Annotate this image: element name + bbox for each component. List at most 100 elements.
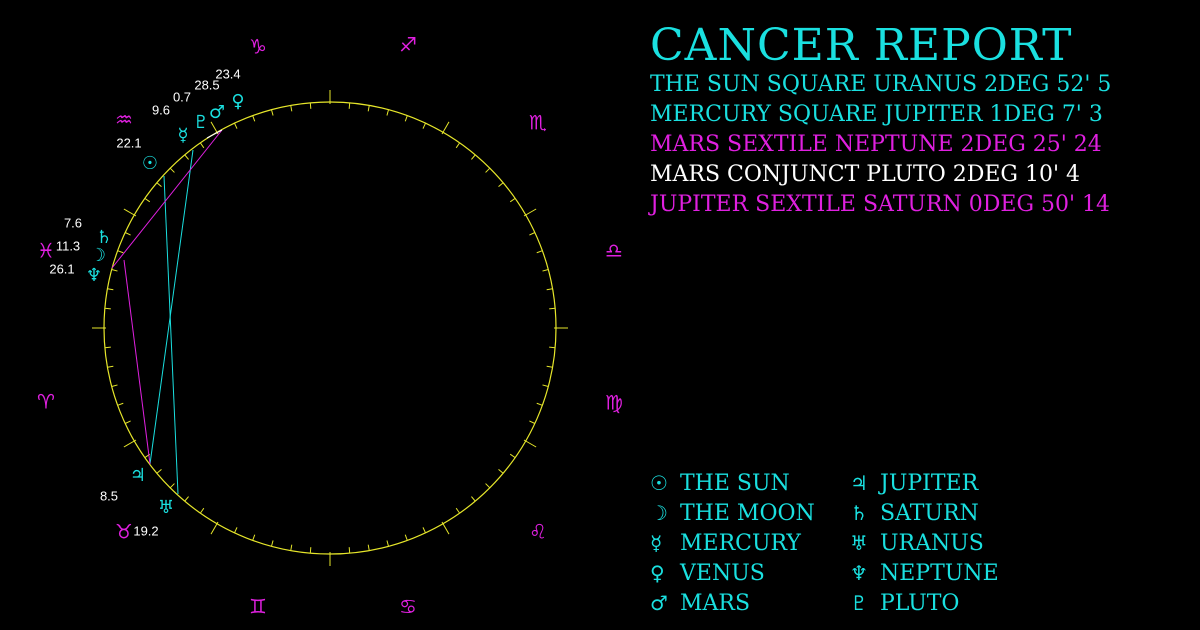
mars-icon: ♂ xyxy=(209,102,225,123)
venus-icon: ♀ xyxy=(650,561,665,585)
major-tick xyxy=(523,208,537,217)
legend-label: URANUS xyxy=(880,531,984,556)
planet-degree-label: 0.7 xyxy=(173,89,191,104)
major-tick xyxy=(123,208,137,217)
minor-tick xyxy=(367,105,370,112)
planet-degree-label: 19.2 xyxy=(133,523,158,538)
aspect-line-mercury-jupiter xyxy=(149,149,194,465)
pluto-icon: ♇ xyxy=(850,591,868,615)
minor-tick xyxy=(529,232,536,236)
legend-item: ♇ PLUTO xyxy=(850,588,959,619)
minor-tick xyxy=(348,547,351,554)
planet-degree-label: 23.4 xyxy=(215,66,240,81)
minor-tick xyxy=(498,469,504,474)
minor-tick xyxy=(348,102,351,109)
minor-tick xyxy=(252,534,256,541)
jupiter-icon: ♃ xyxy=(850,471,868,495)
major-tick xyxy=(523,439,537,448)
minor-tick xyxy=(404,534,408,541)
minor-tick xyxy=(199,507,205,514)
minor-tick xyxy=(111,269,118,272)
minor-tick xyxy=(546,365,553,368)
minor-tick xyxy=(386,109,389,116)
minor-tick xyxy=(536,402,543,406)
minor-tick xyxy=(309,547,312,554)
minor-tick xyxy=(169,167,175,173)
minor-tick xyxy=(271,109,274,116)
report-panel: CANCER REPORT THE SUN SQUARE URANUS 2DEG… xyxy=(650,22,1190,220)
uranus-icon: ♅ xyxy=(850,531,868,555)
aspect-line: JUPITER SEXTILE SATURN 0DEG 50' 14 xyxy=(650,192,1111,217)
minor-tick xyxy=(117,250,124,254)
virgo-icon: ♍ xyxy=(605,391,623,415)
saturn-icon: ♄ xyxy=(850,501,868,525)
aspect-line-sun-uranus xyxy=(163,175,179,495)
minor-tick xyxy=(234,122,238,129)
legend-item: ♃JUPITER xyxy=(850,468,978,499)
minor-tick xyxy=(471,154,476,160)
legend-item: ☉THE SUN xyxy=(650,468,790,499)
minor-tick xyxy=(485,167,491,173)
major-tick xyxy=(210,521,219,535)
mercury-icon: ☿ xyxy=(177,125,188,146)
pluto-icon: ♇ xyxy=(193,112,209,133)
legend-item: ♂ MARS xyxy=(650,588,750,619)
legend-item: ☿MERCURY xyxy=(650,528,801,559)
minor-tick xyxy=(107,365,114,368)
minor-tick xyxy=(455,142,461,149)
libra-icon: ♎ xyxy=(605,239,623,263)
major-tick xyxy=(210,121,219,135)
aspect-line: MERCURY SQUARE JUPITER 1DEG 7' 3 xyxy=(650,102,1103,127)
legend-label: PLUTO xyxy=(880,591,960,616)
minor-tick xyxy=(549,346,556,349)
minor-tick xyxy=(144,197,151,203)
minor-tick xyxy=(422,122,426,129)
taurus-icon: ♉ xyxy=(115,520,133,544)
sagittarius-icon: ♐ xyxy=(399,33,417,57)
moon-icon: ☽ xyxy=(650,501,668,525)
minor-tick xyxy=(156,182,162,187)
minor-tick xyxy=(184,496,189,502)
mars-icon: ♂ xyxy=(650,591,668,615)
legend-label: THE MOON xyxy=(680,501,815,526)
minor-tick xyxy=(252,115,256,122)
minor-tick xyxy=(509,453,516,459)
legend-item: ♆NEPTUNE xyxy=(850,558,999,589)
minor-tick xyxy=(107,288,114,291)
aspect-line-jupiter-saturn xyxy=(123,259,151,465)
planet-degree-label: 7.6 xyxy=(64,215,82,230)
planet-degree-label: 9.6 xyxy=(152,102,170,117)
moon-icon: ☽ xyxy=(90,245,106,266)
minor-tick xyxy=(234,527,238,534)
minor-tick xyxy=(124,420,131,424)
jupiter-icon: ♃ xyxy=(130,465,146,486)
saturn-icon: ♄ xyxy=(96,227,112,248)
minor-tick xyxy=(290,105,293,112)
minor-tick xyxy=(509,197,516,203)
minor-tick xyxy=(199,142,205,149)
uranus-icon: ♅ xyxy=(158,497,174,518)
aspect-line: THE SUN SQUARE URANUS 2DEG 52' 5 xyxy=(650,72,1112,97)
legend-label: SATURN xyxy=(880,501,979,526)
minor-tick xyxy=(529,420,536,424)
mercury-icon: ☿ xyxy=(650,531,663,555)
leo-icon: ♌ xyxy=(529,520,547,544)
minor-tick xyxy=(271,540,274,547)
minor-tick xyxy=(104,346,111,349)
pisces-icon: ♓ xyxy=(37,239,55,263)
minor-tick xyxy=(542,269,549,272)
minor-tick xyxy=(117,402,124,406)
minor-tick xyxy=(309,102,312,109)
minor-tick xyxy=(536,250,543,254)
aspect-line: MARS CONJUNCT PLUTO 2DEG 10' 4 xyxy=(650,162,1081,187)
minor-tick xyxy=(498,182,504,187)
minor-tick xyxy=(290,544,293,551)
legend-label: MARS xyxy=(680,591,751,616)
venus-icon: ♀ xyxy=(231,91,244,112)
minor-tick xyxy=(111,384,118,387)
neptune-icon: ♆ xyxy=(850,561,868,585)
minor-tick xyxy=(104,307,111,310)
minor-tick xyxy=(471,496,476,502)
capricorn-icon: ♑ xyxy=(249,35,267,59)
minor-tick xyxy=(367,544,370,551)
